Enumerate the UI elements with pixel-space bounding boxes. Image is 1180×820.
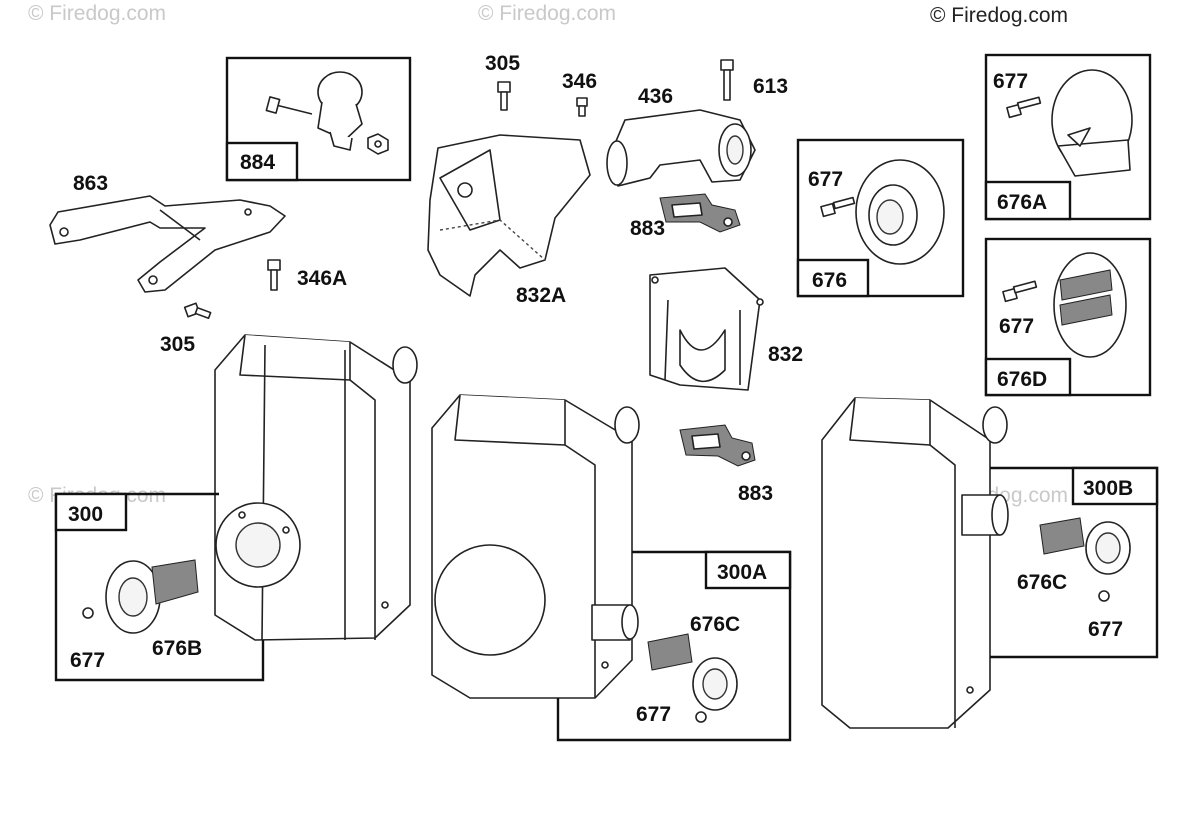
callout-300A[interactable]: 300A 676C 677: [556, 550, 792, 742]
spark-arrester-part: [1051, 69, 1133, 177]
bolt-icon: [183, 302, 212, 320]
part-label: 677: [1088, 618, 1123, 641]
elbow-pipe-436: [606, 109, 756, 187]
part-label: 883: [630, 217, 665, 240]
bolt-icon: [265, 96, 313, 115]
deflector-screen-part: [105, 559, 199, 634]
part-label: 677: [636, 703, 671, 726]
screw-icon: [1002, 280, 1038, 303]
screw-icon: [820, 196, 856, 218]
callout-676A[interactable]: 676A 677: [984, 53, 1152, 221]
gasket-883: [659, 193, 741, 233]
part-label: 863: [73, 172, 108, 195]
pipe-stub: [591, 604, 639, 641]
bolt-icon: [720, 59, 734, 101]
part-label: 832A: [516, 284, 566, 307]
callout-300B[interactable]: 300B 676C 677: [961, 466, 1159, 659]
callout-label: 300B: [1083, 477, 1133, 500]
watermark: © Firedog.com: [28, 2, 166, 25]
muffler-right: [821, 397, 1008, 729]
part-label: 436: [638, 85, 673, 108]
part-label: 346A: [297, 267, 347, 290]
clamp-part: [317, 71, 363, 151]
part-label: 305: [485, 52, 520, 75]
bracket-863: [49, 195, 286, 293]
part-label: 346: [562, 70, 597, 93]
callout-884[interactable]: 884: [225, 56, 412, 182]
muffler-deflector-part: [855, 159, 945, 265]
part-label: 676B: [152, 637, 202, 660]
deflector-screen-part: [1053, 252, 1127, 358]
u-bracket-832: [649, 267, 764, 391]
watermark: © Firedog.com: [478, 2, 616, 25]
bolt-icon: [497, 81, 511, 111]
part-label: 677: [999, 315, 1034, 338]
pipe-stub: [961, 494, 1009, 536]
part-label: 677: [808, 168, 843, 191]
muffler-left: [214, 334, 418, 641]
screw-icon: [1006, 96, 1042, 119]
screw-icon: [82, 607, 94, 619]
gasket-883: [679, 424, 756, 467]
heat-shield-832A: [427, 134, 591, 297]
muffler-center: [431, 394, 640, 699]
callout-300[interactable]: 300 677 676B: [54, 492, 265, 682]
screw-icon: [1098, 590, 1110, 602]
part-label: 305: [160, 333, 195, 356]
callout-label: 300A: [717, 561, 767, 584]
screw-icon: [267, 259, 281, 291]
callout-label: 676D: [997, 368, 1047, 391]
nut-icon: [367, 133, 389, 155]
part-label: 677: [993, 70, 1028, 93]
screw-icon: [576, 97, 588, 117]
part-label: 677: [70, 649, 105, 672]
part-label: 832: [768, 343, 803, 366]
spark-arrester-part: [1039, 517, 1131, 575]
part-label: 676C: [690, 613, 740, 636]
callout-676D[interactable]: 676D 677: [984, 237, 1152, 397]
copyright-notice: © Firedog.com: [930, 4, 1068, 27]
callout-label: 676: [812, 269, 847, 292]
screw-icon: [695, 711, 707, 723]
callout-label: 884: [240, 151, 275, 174]
part-label: 676C: [1017, 571, 1067, 594]
part-label: 613: [753, 75, 788, 98]
callout-label: 300: [68, 503, 103, 526]
spark-arrester-part: [647, 633, 738, 711]
part-label: 883: [738, 482, 773, 505]
callout-label: 676A: [997, 191, 1047, 214]
callout-676[interactable]: 676 677: [796, 138, 965, 298]
